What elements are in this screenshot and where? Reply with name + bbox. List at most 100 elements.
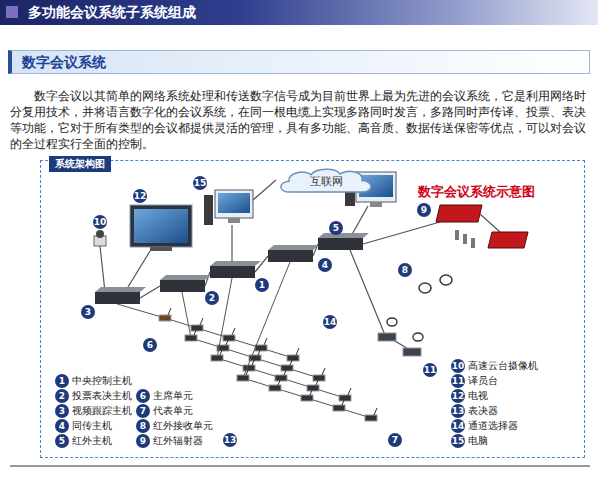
tv-frame — [130, 205, 192, 247]
ir-radiator — [488, 232, 528, 248]
wire — [100, 246, 105, 292]
legend-text: 通道选择器 — [468, 419, 518, 433]
wire — [125, 251, 150, 292]
callout-number: 12 — [133, 189, 148, 203]
microphone — [316, 378, 319, 385]
microphone — [258, 348, 261, 355]
callout-number: 1 — [255, 278, 269, 292]
conference-unit — [301, 395, 313, 401]
interpreter-desks — [378, 318, 423, 356]
legend-number: 1 — [55, 374, 69, 388]
host-front — [268, 250, 313, 262]
callout-number: 2 — [205, 291, 219, 305]
host-top — [160, 275, 211, 280]
legend-text: 电视 — [468, 389, 488, 403]
host-top — [268, 245, 319, 250]
host-top — [95, 287, 146, 292]
pc-stand — [228, 218, 240, 223]
microphone — [232, 328, 235, 335]
node-text: 系统架构图 — [49, 156, 111, 172]
legend-number: 10 — [451, 359, 466, 373]
conference-unit — [211, 355, 223, 361]
node-text: 互联网 — [276, 166, 376, 189]
host-box — [160, 275, 211, 292]
host-front — [160, 280, 205, 292]
host-box — [268, 245, 319, 262]
conference-unit — [185, 335, 197, 341]
microphone — [322, 368, 325, 375]
wire — [231, 225, 232, 266]
unit-wire — [243, 262, 371, 418]
legend-number: 13 — [451, 404, 466, 418]
callout-number: 6 — [143, 338, 157, 352]
camera-dome — [96, 230, 104, 238]
legend-text: 投票表决主机 — [72, 389, 132, 403]
legend-number: 14 — [451, 419, 466, 433]
ir-radiator — [436, 205, 482, 222]
callout-number: 15 — [193, 176, 208, 190]
diagram-heading: 数字会议系统示意图 — [418, 184, 535, 200]
legend-number: 12 — [451, 389, 466, 403]
microphone — [220, 348, 223, 355]
legend-text: 同传主机 — [72, 419, 112, 433]
ir-receiver — [471, 238, 475, 248]
microphone — [246, 368, 249, 375]
legend-number: 6 — [136, 389, 150, 403]
interpreter-desk — [378, 333, 396, 341]
tv-stand — [150, 247, 172, 251]
legend-text: 红外接收单元 — [153, 419, 213, 433]
microphone — [168, 308, 171, 315]
legend-number: 7 — [136, 404, 150, 418]
microphone — [284, 368, 287, 375]
unit-wire — [182, 292, 319, 378]
host-top — [210, 261, 261, 266]
legend-text: 代表单元 — [153, 404, 193, 418]
callout-number: 9 — [417, 203, 431, 217]
legend-text: 视频跟踪主机 — [72, 404, 132, 418]
hosts — [95, 233, 369, 304]
callout-number: 10 — [93, 215, 108, 229]
wire — [253, 180, 276, 200]
host-box — [210, 261, 261, 278]
host-front — [95, 292, 140, 304]
legend-number: 11 — [451, 374, 466, 388]
microphone — [200, 318, 203, 325]
legend-number: 9 — [136, 434, 150, 448]
television — [130, 205, 192, 251]
host-front — [210, 266, 255, 278]
legend-number: 15 — [451, 434, 466, 448]
host-box — [95, 287, 146, 304]
callout-number: 14 — [323, 315, 338, 329]
unit-wire — [117, 304, 293, 358]
callout-number: 11 — [423, 363, 438, 377]
internet-cloud: 互联网 — [276, 166, 376, 195]
host-top — [318, 233, 369, 238]
ir-radiators — [419, 205, 528, 293]
microphone — [310, 388, 313, 395]
conference-unit — [237, 375, 249, 381]
rule-line — [10, 466, 590, 467]
tv-screen — [134, 209, 188, 243]
microphone — [290, 358, 293, 365]
microphone — [252, 358, 255, 365]
pc-tower — [204, 195, 213, 225]
paragraph: 数字会议以其简单的网络系统处理和传送数字信号成为目前世界上最为先进的会议系统，它… — [10, 88, 590, 152]
ir-receiver — [463, 234, 467, 244]
conference-unit — [269, 385, 281, 391]
microphone — [264, 338, 267, 345]
host-box — [318, 233, 369, 250]
legend-text: 中央控制主机 — [72, 374, 132, 388]
legend-text: 高速云台摄像机 — [468, 359, 538, 373]
callout-number: 5 — [329, 221, 343, 235]
legend-text: 电脑 — [468, 434, 488, 448]
section-band: 数字会议系统 — [8, 50, 590, 74]
legend-number: 8 — [136, 419, 150, 433]
wire — [363, 222, 440, 244]
callout-number: 4 — [318, 258, 332, 272]
microphone — [348, 388, 351, 395]
headset — [440, 275, 452, 285]
unit-wire — [217, 278, 345, 398]
microphone — [278, 378, 281, 385]
wire — [480, 214, 500, 232]
ir-receiver — [455, 230, 459, 240]
